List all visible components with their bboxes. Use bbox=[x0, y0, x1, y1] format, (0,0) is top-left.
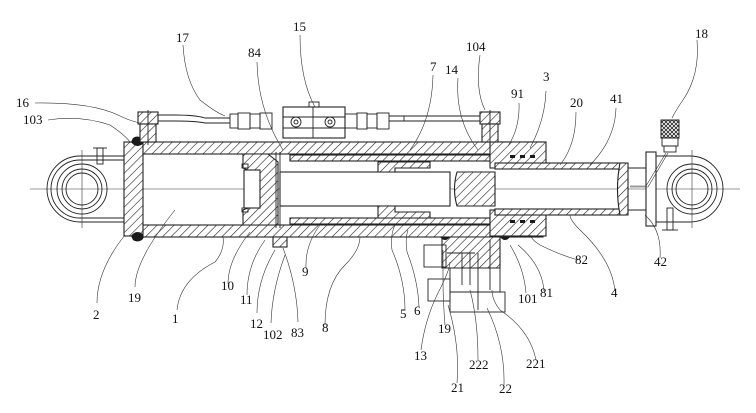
label-8: 8 bbox=[322, 320, 329, 335]
outer-rod-bottom bbox=[494, 208, 626, 216]
label-19a: 19 bbox=[128, 290, 141, 305]
label-20: 20 bbox=[570, 95, 583, 110]
bolt-bottom bbox=[272, 236, 288, 248]
label-15: 15 bbox=[293, 19, 306, 34]
inner-piston bbox=[453, 171, 496, 207]
label-13: 13 bbox=[414, 348, 427, 363]
label-82: 82 bbox=[575, 252, 588, 267]
weld-bottom bbox=[131, 232, 145, 242]
gland-seals bbox=[510, 155, 535, 223]
inner-sleeve-bottom bbox=[289, 217, 491, 225]
middle-fitting bbox=[479, 110, 501, 145]
outer-rod-top bbox=[494, 162, 626, 170]
label-221: 221 bbox=[526, 356, 546, 371]
leader-lines bbox=[34, 34, 698, 386]
guide-top bbox=[377, 161, 431, 173]
right-eye-mount bbox=[630, 150, 724, 231]
left-fitting bbox=[137, 110, 159, 145]
label-21: 21 bbox=[451, 380, 464, 395]
label-222: 222 bbox=[469, 357, 489, 372]
label-7: 7 bbox=[430, 59, 437, 74]
valve-manifold bbox=[423, 236, 510, 313]
label-9: 9 bbox=[302, 264, 309, 279]
label-41: 41 bbox=[610, 91, 623, 106]
barrel-wall-top bbox=[142, 141, 544, 155]
label-11: 11 bbox=[240, 292, 253, 307]
label-2: 2 bbox=[93, 307, 100, 322]
hose-assembly bbox=[158, 101, 480, 139]
label-42: 42 bbox=[654, 254, 667, 269]
label-18: 18 bbox=[695, 26, 708, 41]
label-101: 101 bbox=[518, 291, 538, 306]
label-12: 12 bbox=[250, 316, 263, 331]
label-22: 22 bbox=[499, 381, 512, 396]
label-17: 17 bbox=[176, 30, 190, 45]
piston-rod bbox=[279, 171, 451, 207]
barrel-wall-bottom bbox=[142, 224, 544, 238]
piston bbox=[241, 152, 281, 228]
label-83: 83 bbox=[291, 325, 304, 340]
label-16: 16 bbox=[16, 95, 30, 110]
label-104: 104 bbox=[466, 39, 486, 54]
label-91: 91 bbox=[511, 86, 524, 101]
label-14: 14 bbox=[445, 62, 459, 77]
label-10: 10 bbox=[221, 278, 234, 293]
outer-rod-end bbox=[616, 162, 629, 216]
label-84: 84 bbox=[248, 45, 262, 60]
label-81: 81 bbox=[540, 285, 553, 300]
label-4: 4 bbox=[611, 285, 618, 300]
guide-bottom bbox=[377, 205, 431, 219]
inner-sleeve-top bbox=[289, 154, 491, 162]
label-103: 103 bbox=[23, 112, 43, 127]
end-cap bbox=[123, 141, 144, 237]
left-eye-mount bbox=[46, 147, 125, 228]
label-19b: 19 bbox=[438, 321, 451, 336]
label-1: 1 bbox=[172, 311, 179, 326]
right-fitting bbox=[660, 119, 680, 153]
reference-labels: 17 15 84 104 18 16 103 7 14 91 3 20 41 2… bbox=[16, 19, 708, 396]
label-102: 102 bbox=[263, 327, 283, 342]
label-6: 6 bbox=[414, 303, 421, 318]
label-5: 5 bbox=[400, 306, 407, 321]
label-3: 3 bbox=[543, 69, 550, 84]
